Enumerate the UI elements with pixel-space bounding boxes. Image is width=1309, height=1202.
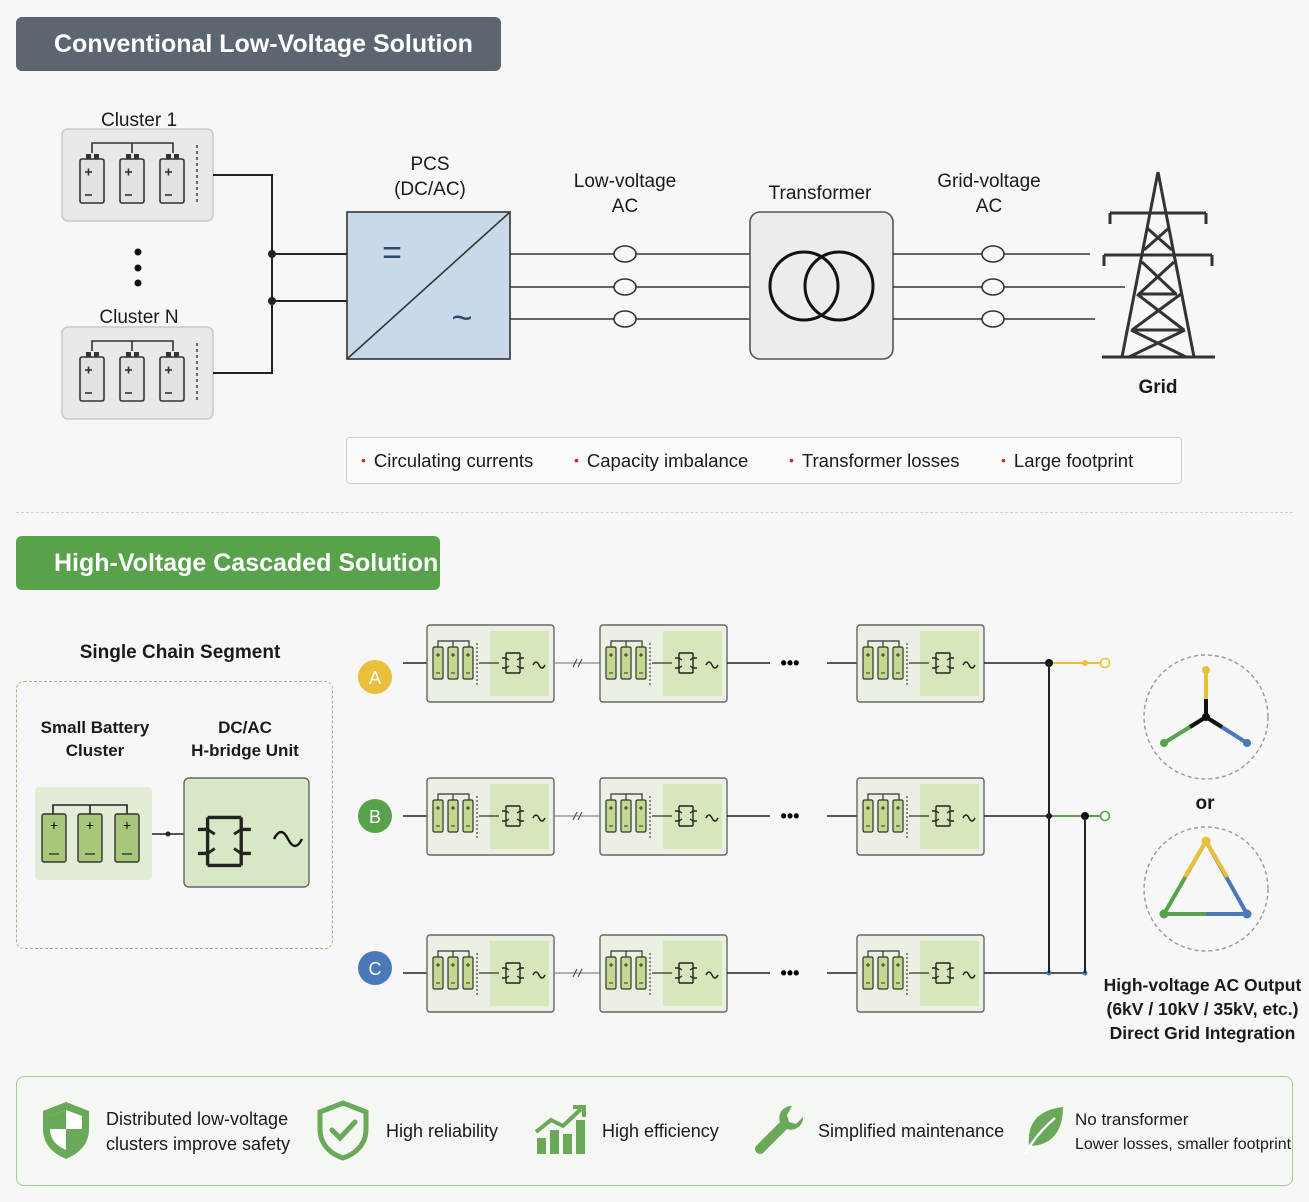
- pcs-label-line2: (DC/AC): [394, 179, 466, 200]
- grid-ac-line1: Grid-voltage: [937, 171, 1041, 192]
- cluster-1-label: Cluster 1: [100, 110, 178, 131]
- segment-title: Single Chain Segment: [79, 642, 281, 663]
- issue-item: •Large footprint: [1001, 450, 1134, 471]
- issue-text: Circulating currents: [373, 450, 534, 471]
- leaf-icon: [1023, 1107, 1063, 1155]
- chain-a-ellipsis: •••: [781, 653, 800, 673]
- phase-a-badge: A: [358, 660, 392, 694]
- hbridge-label: DC/AC H-bridge Unit: [185, 716, 305, 762]
- issues-box: •Circulating currents •Capacity imbalanc…: [346, 437, 1182, 484]
- svg-text:A: A: [369, 668, 381, 688]
- benefit-efficiency-text: High efficiency: [602, 1121, 719, 1141]
- lv-ac-line2: AC: [611, 196, 639, 217]
- cluster-n-box: [62, 327, 213, 419]
- issue-text: Capacity imbalance: [586, 450, 749, 471]
- hv-output-line3: Direct Grid Integration: [1109, 1023, 1296, 1043]
- issue-item: •Transformer losses: [789, 450, 960, 471]
- bar-chart-up-icon: [534, 1105, 586, 1154]
- benefit-maintenance-text: Simplified maintenance: [818, 1121, 1005, 1141]
- grid-label: Grid: [1138, 377, 1178, 398]
- issue-text: Transformer losses: [801, 450, 960, 471]
- phase-b-badge: B: [358, 799, 392, 833]
- svg-text:B: B: [369, 807, 381, 827]
- small-battery-line2: Cluster: [65, 741, 125, 760]
- low-voltage-ac-label: Low-voltage AC: [560, 169, 690, 219]
- hbridge-line2: H-bridge Unit: [191, 741, 299, 760]
- cascaded-diagram: + + + A B C: [35, 595, 1269, 1065]
- cascaded-section-title: High-Voltage Cascaded Solution: [16, 536, 440, 590]
- svg-text:+: +: [86, 817, 94, 833]
- svg-text:C: C: [369, 959, 382, 979]
- small-battery-cluster: + + +: [35, 787, 152, 880]
- hv-output-line1: High-voltage AC Output: [1103, 975, 1302, 995]
- issue-text: Large footprint: [1013, 450, 1134, 471]
- benefit-reliability-text: High reliability: [386, 1121, 499, 1141]
- issue-item: •Circulating currents: [361, 450, 534, 471]
- wrench-icon: [755, 1105, 804, 1154]
- conventional-title-text: Conventional Low-Voltage Solution: [54, 29, 473, 58]
- benefit-no-transformer-line1: No transformer: [1075, 1110, 1189, 1129]
- delta-connection-icon: [1143, 826, 1269, 952]
- section-divider: [16, 512, 1293, 513]
- svg-text:+: +: [123, 817, 131, 833]
- benefit-safety-line1: Distributed low-voltage: [106, 1109, 289, 1129]
- benefit-safety-text: Distributed low-voltage clusters improve…: [106, 1107, 290, 1157]
- lv-ac-line1: Low-voltage: [573, 171, 677, 192]
- single-chain-segment-box: [16, 681, 333, 949]
- transformer-box: [749, 211, 894, 360]
- benefit-no-transformer-line2: Lower losses, smaller footprint: [1075, 1136, 1292, 1153]
- chain-c-ellipsis: •••: [781, 963, 800, 983]
- shield-check-icon: [317, 1100, 369, 1161]
- vertical-ellipsis: [134, 248, 142, 287]
- wye-connection-icon: [1143, 654, 1269, 780]
- pcs-box: = ~: [346, 211, 511, 360]
- benefits-bar: Distributed low-voltage clusters improve…: [16, 1076, 1293, 1186]
- small-battery-label: Small Battery Cluster: [35, 716, 155, 762]
- grid-tower-icon: [1102, 171, 1215, 359]
- issue-item: •Capacity imbalance: [574, 450, 749, 471]
- pcs-dc-symbol: =: [382, 234, 402, 272]
- grid-voltage-ac-label: Grid-voltage AC: [920, 169, 1058, 219]
- grid-ac-line2: AC: [975, 196, 1003, 217]
- cluster-n-label: Cluster N: [99, 307, 179, 328]
- pcs-ac-symbol: ~: [451, 297, 472, 338]
- pcs-label: PCS (DC/AC): [380, 152, 480, 202]
- chain-b-ellipsis: •••: [781, 806, 800, 826]
- chain-c: •••: [403, 935, 1088, 1012]
- or-label: or: [1195, 793, 1215, 814]
- hbridge-unit: [183, 777, 310, 888]
- dc-bus-wires: [213, 174, 347, 374]
- hbridge-line1: DC/AC: [218, 718, 272, 737]
- shield-half-icon: [43, 1102, 89, 1159]
- benefit-safety-line2: clusters improve safety: [106, 1134, 291, 1154]
- small-battery-line1: Small Battery: [40, 718, 150, 737]
- hv-output-line2: (6kV / 10kV / 35kV, etc.): [1106, 999, 1299, 1019]
- hv-output-label: High-voltage AC Output (6kV / 10kV / 35k…: [1100, 973, 1305, 1045]
- chain-a: •••: [403, 625, 1111, 702]
- conventional-diagram: = ~: [0, 0, 1215, 500]
- low-voltage-ac-lines: [510, 245, 750, 328]
- transformer-label: Transformer: [768, 183, 872, 204]
- svg-text:+: +: [50, 817, 58, 833]
- conventional-section-title: Conventional Low-Voltage Solution: [16, 17, 501, 71]
- phase-c-badge: C: [358, 951, 392, 985]
- chain-b: •••: [403, 778, 1111, 855]
- cascaded-title-text: High-Voltage Cascaded Solution: [54, 548, 439, 577]
- cluster-1-box: [62, 129, 213, 221]
- benefit-no-transformer-text: No transformer Lower losses, smaller foo…: [1075, 1107, 1291, 1157]
- grid-voltage-ac-lines: [893, 245, 1125, 328]
- pcs-label-line1: PCS: [410, 154, 450, 175]
